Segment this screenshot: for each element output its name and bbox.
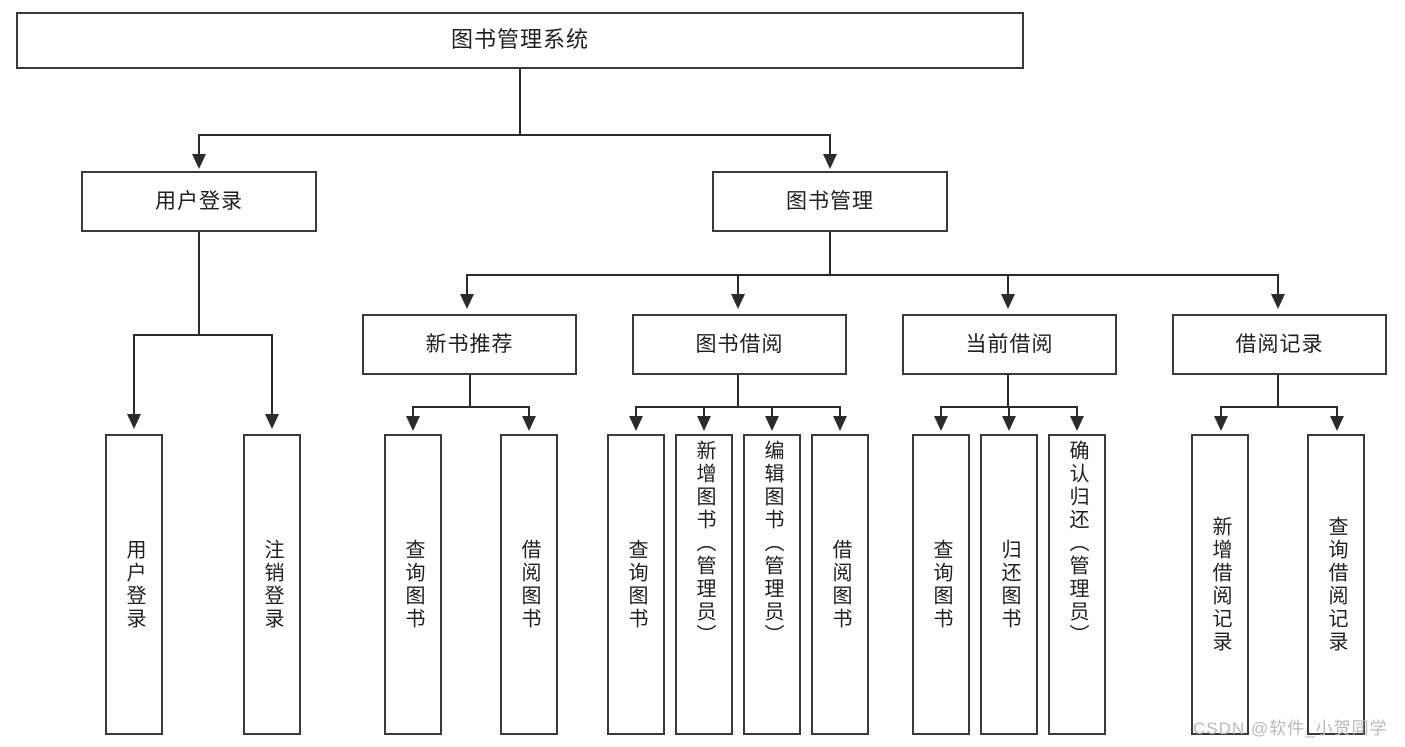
connector-root-to-user-login	[198, 134, 200, 156]
arrow-new-book-to-leaf-1	[406, 416, 420, 431]
arrow-current-borrow-to-leaf-1	[934, 416, 948, 431]
leaf-user-login-logout[interactable]: 注销登录	[243, 434, 301, 735]
arrow-root-to-book-mgmt	[823, 154, 837, 169]
node-borrow-record[interactable]: 借阅记录	[1172, 314, 1387, 375]
connector-book-borrow-bus	[635, 406, 839, 408]
connector-borrow-record-stem	[1277, 375, 1279, 407]
leaf-current-borrow-confirm-return-admin[interactable]: 确认归还（管理员）	[1048, 434, 1106, 735]
connector-book-borrow-stem	[737, 375, 739, 407]
connector-book-mgmt-to-book-borrow	[737, 274, 739, 296]
connector-user-login-to-leaf-1	[133, 334, 135, 415]
node-book-borrow[interactable]: 图书借阅	[632, 314, 847, 375]
node-user-login[interactable]: 用户登录	[81, 171, 317, 232]
connector-book-mgmt-stem	[829, 232, 831, 275]
connector-book-borrow-to-leaf-1	[635, 406, 637, 417]
leaf-current-borrow-return-book[interactable]: 归还图书	[980, 434, 1038, 735]
connector-borrow-record-bus	[1220, 406, 1336, 408]
connector-root-bus	[198, 134, 830, 136]
leaf-new-book-borrow-book[interactable]: 借阅图书	[500, 434, 558, 735]
arrow-book-borrow-to-leaf-1	[629, 416, 643, 431]
leaf-new-book-query-book[interactable]: 查询图书	[384, 434, 442, 735]
connector-root-to-book-mgmt	[829, 134, 831, 156]
arrow-book-mgmt-to-current-borrow	[1001, 294, 1015, 309]
connector-new-book-to-leaf-2	[528, 406, 530, 417]
arrow-user-login-to-leaf-2	[265, 414, 279, 429]
arrow-book-borrow-to-leaf-3	[765, 416, 779, 431]
connector-borrow-record-to-leaf-1	[1220, 406, 1222, 417]
arrow-borrow-record-to-leaf-2	[1330, 416, 1344, 431]
leaf-book-borrow-add-book-admin[interactable]: 新增图书（管理员）	[675, 434, 733, 735]
connector-borrow-record-to-leaf-2	[1336, 406, 1338, 417]
leaf-book-borrow-edit-book-admin[interactable]: 编辑图书（管理员）	[743, 434, 801, 735]
node-current-borrow[interactable]: 当前借阅	[902, 314, 1117, 375]
connector-user-login-bus	[133, 334, 271, 336]
leaf-book-borrow-query-book[interactable]: 查询图书	[607, 434, 665, 735]
connector-book-mgmt-to-current-borrow	[1007, 274, 1009, 296]
arrow-new-book-to-leaf-2	[522, 416, 536, 431]
arrow-current-borrow-to-leaf-3	[1070, 416, 1084, 431]
leaf-user-login-login[interactable]: 用户登录	[105, 434, 163, 735]
leaf-book-borrow-borrow-book[interactable]: 借阅图书	[811, 434, 869, 735]
connector-current-borrow-to-leaf-1	[940, 406, 942, 417]
arrow-root-to-user-login	[192, 154, 206, 169]
arrow-book-mgmt-to-new-book	[460, 294, 474, 309]
connector-book-borrow-to-leaf-4	[839, 406, 841, 417]
connector-book-borrow-to-leaf-3	[771, 406, 773, 417]
arrow-book-borrow-to-leaf-2	[697, 416, 711, 431]
connector-book-mgmt-to-borrow-record	[1277, 274, 1279, 296]
connector-current-borrow-stem	[1007, 375, 1009, 407]
node-book-management[interactable]: 图书管理	[712, 171, 948, 232]
leaf-current-borrow-query-book[interactable]: 查询图书	[912, 434, 970, 735]
connector-user-login-stem	[198, 232, 200, 335]
arrow-current-borrow-to-leaf-2	[1002, 416, 1016, 431]
connector-new-book-stem	[469, 375, 471, 407]
connector-new-book-bus	[412, 406, 528, 408]
leaf-borrow-record-add-record[interactable]: 新增借阅记录	[1191, 434, 1249, 735]
arrow-book-borrow-to-leaf-4	[833, 416, 847, 431]
arrow-book-mgmt-to-borrow-record	[1271, 294, 1285, 309]
leaf-borrow-record-query-record[interactable]: 查询借阅记录	[1307, 434, 1365, 735]
arrow-book-mgmt-to-book-borrow	[731, 294, 745, 309]
connector-new-book-to-leaf-1	[412, 406, 414, 417]
arrow-borrow-record-to-leaf-1	[1214, 416, 1228, 431]
connector-book-mgmt-to-new-book	[466, 274, 468, 296]
node-root-system[interactable]: 图书管理系统	[16, 12, 1024, 69]
connector-current-borrow-to-leaf-2	[1008, 406, 1010, 417]
arrow-user-login-to-leaf-1	[127, 414, 141, 429]
connector-book-borrow-to-leaf-2	[703, 406, 705, 417]
connector-root-stem	[519, 69, 521, 135]
node-new-book-recommend[interactable]: 新书推荐	[362, 314, 577, 375]
connector-user-login-to-leaf-2	[271, 334, 273, 415]
connector-current-borrow-to-leaf-3	[1076, 406, 1078, 417]
connector-book-mgmt-bus	[466, 274, 1279, 276]
